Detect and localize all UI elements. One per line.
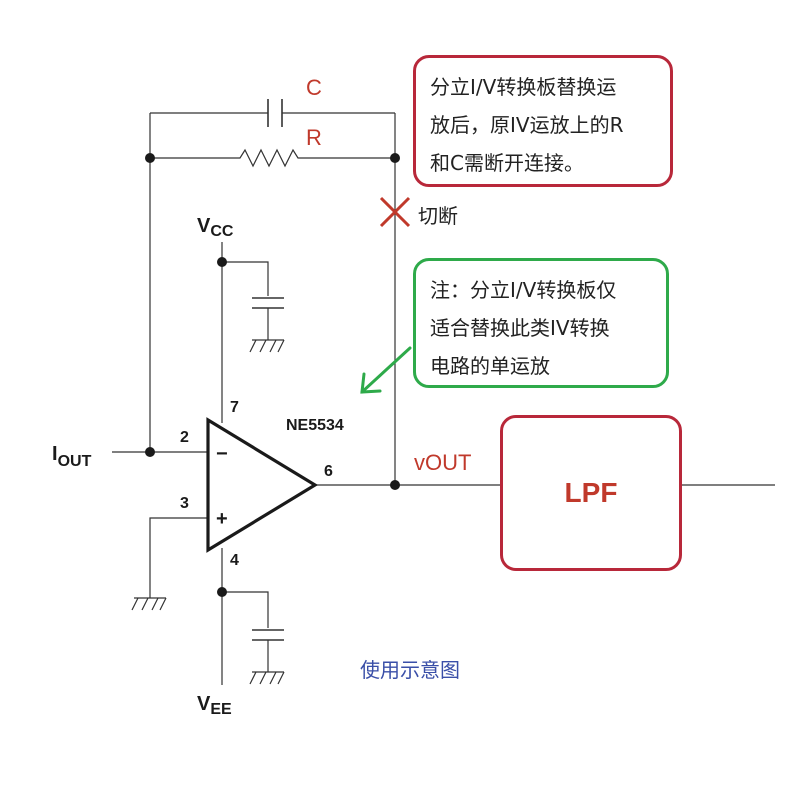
cut-x-mark — [379, 196, 411, 228]
pin-7-label: 7 — [230, 399, 239, 416]
pin-3-label: 3 — [180, 495, 189, 512]
vcc-decoupling-wire — [222, 261, 269, 296]
resistor-r — [150, 148, 395, 168]
ground-icon — [131, 597, 167, 611]
note-arrow-icon — [360, 346, 412, 394]
cut-label: 切断 — [418, 204, 458, 228]
note-green-line: 适合替换此类IV转换 — [430, 316, 610, 340]
pin-4-label: 4 — [230, 552, 239, 569]
junction-dots — [145, 153, 400, 597]
vcc-label: VCC — [197, 215, 234, 240]
diagram-caption: 使用示意图 — [360, 658, 460, 682]
lpf-label: LPF — [564, 477, 618, 508]
note-red-line: 放后，原IV运放上的R — [430, 113, 624, 137]
opamp-triangle — [206, 417, 319, 553]
junction-dot — [390, 480, 400, 490]
junction-dot — [217, 257, 227, 267]
note-green-line: 电路的单运放 — [430, 354, 550, 378]
capacitor-label: C — [306, 75, 322, 100]
junction-dot — [217, 587, 227, 597]
iout-label: IOUT — [52, 443, 92, 470]
vout-label: vOUT — [414, 450, 471, 475]
opamp-part-number: NE5534 — [286, 417, 344, 434]
lpf-block: LPF — [500, 415, 682, 571]
inverting-sign: − — [216, 443, 228, 465]
vee-decoupling-wire — [222, 591, 269, 628]
noninverting-sign: + — [216, 508, 228, 530]
ground-icon — [249, 671, 285, 685]
ground-icon — [249, 339, 285, 353]
junction-dot — [145, 447, 155, 457]
note-red-line: 和C需断开连接。 — [430, 151, 584, 175]
feedback-network — [149, 99, 396, 485]
pin-2-label: 2 — [180, 429, 189, 446]
vee-decoupling-capacitor — [252, 629, 284, 672]
vee-label: VEE — [197, 693, 232, 718]
note-red-box: 分立I/V转换板替换运 放后，原IV运放上的R 和C需断开连接。 — [413, 55, 673, 187]
note-red-line: 分立I/V转换板替换运 — [430, 75, 617, 99]
junction-dot — [390, 153, 400, 163]
junction-dot — [145, 153, 155, 163]
resistor-label: R — [306, 125, 322, 150]
note-green-box: 注：分立I/V转换板仅 适合替换此类IV转换 电路的单运放 — [413, 258, 669, 388]
pin-6-label: 6 — [324, 463, 333, 480]
note-green-line: 注：分立I/V转换板仅 — [430, 278, 617, 302]
vcc-decoupling-capacitor — [252, 297, 284, 340]
noninv-ground-wire — [149, 517, 208, 598]
